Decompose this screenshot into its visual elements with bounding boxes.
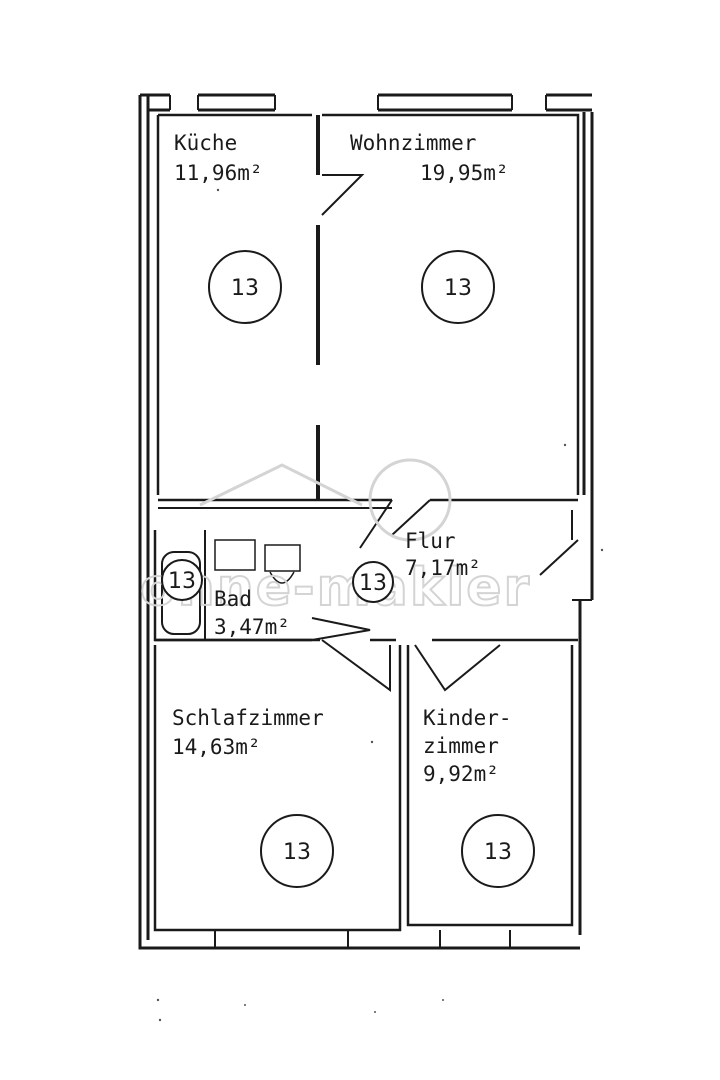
room-area: 7,17m² [405,556,481,580]
room-number-circle [421,250,495,324]
room-kinderzimmer: Kinder- zimmer 9,92m² 13 [423,706,535,888]
room-number-circle [461,814,535,888]
watermark-text: ohne-makler [140,558,531,618]
room-name: Wohnzimmer [350,131,476,155]
room-number-circle [161,559,203,601]
room-number: 13 [168,569,196,594]
room-name: Flur [405,529,456,553]
room-number-circle [352,561,394,603]
room-area: 3,47m² [214,615,290,639]
room-name-line2: zimmer [423,734,499,758]
outer-walls [138,93,594,950]
room-area: 11,96m² [174,161,263,185]
room-name: Küche [174,131,237,155]
room-number: 13 [484,840,512,865]
room-wohnzimmer: Wohnzimmer 19,95m² 13 [350,131,509,324]
room-number: 13 [283,840,311,865]
scan-noise [156,188,604,1022]
room-flur: Flur 7,17m² 13 [352,529,481,603]
room-area: 19,95m² [420,161,509,185]
room-number: 13 [444,276,472,301]
room-name: Bad [214,587,252,611]
room-name-line1: Kinder- [423,706,512,730]
room-bad: Bad 3,47m² 13 [161,559,290,639]
room-name: Schlafzimmer [172,706,324,730]
room-number-circle [260,814,334,888]
room-number: 13 [231,276,259,301]
interior-walls [153,113,592,932]
room-kueche: Küche 11,96m² 13 [174,131,282,324]
room-number-circle [208,250,282,324]
watermark: ohne-makler [139,458,531,619]
room-number: 13 [359,571,387,596]
room-area: 14,63m² [172,735,261,759]
room-area: 9,92m² [423,762,499,786]
room-schlafzimmer: Schlafzimmer 14,63m² 13 [172,706,334,888]
